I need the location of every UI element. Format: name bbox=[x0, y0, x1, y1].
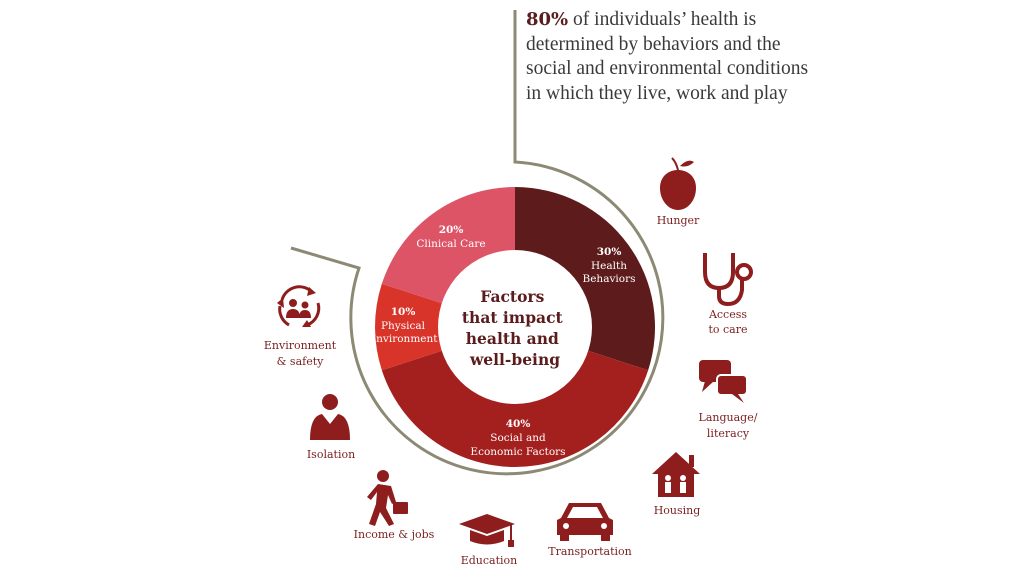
svg-text:& safety: & safety bbox=[277, 355, 324, 368]
center-line-1: Factors bbox=[480, 287, 544, 306]
svg-text:Environment: Environment bbox=[264, 339, 337, 352]
svg-text:Income & jobs: Income & jobs bbox=[354, 528, 435, 541]
segment-label-physical-environment: 10% Physical Environment bbox=[369, 306, 439, 345]
car-icon bbox=[557, 503, 613, 541]
svg-text:Health: Health bbox=[591, 260, 627, 272]
icon-item-transportation: Transportation bbox=[548, 503, 632, 558]
svg-text:Physical: Physical bbox=[381, 320, 426, 332]
svg-text:Behaviors: Behaviors bbox=[583, 273, 636, 285]
icon-item-environment-safety: Environment & safety bbox=[264, 285, 337, 368]
svg-text:Housing: Housing bbox=[654, 504, 701, 517]
svg-text:Access: Access bbox=[708, 308, 747, 321]
svg-text:Social and: Social and bbox=[490, 432, 546, 444]
headline-highlight: 80% bbox=[526, 9, 569, 30]
svg-text:Language/: Language/ bbox=[699, 411, 758, 424]
speech-bubbles-icon bbox=[699, 360, 748, 403]
svg-text:Clinical Care: Clinical Care bbox=[416, 238, 485, 250]
svg-text:Transportation: Transportation bbox=[548, 545, 631, 558]
stethoscope-icon bbox=[703, 253, 753, 307]
outline-arc bbox=[290, 10, 665, 476]
headline: 80% of individuals’ health is determined… bbox=[526, 8, 826, 106]
segment-label-social-economic: 40% Social and Economic Factors bbox=[470, 418, 565, 458]
icon-item-income-jobs: Income & jobs bbox=[354, 470, 435, 541]
svg-text:Hunger: Hunger bbox=[657, 214, 700, 227]
recycle-people-icon bbox=[277, 285, 321, 327]
apple-icon bbox=[660, 157, 696, 210]
segment-label-health-behaviors: 30% Health Behaviors bbox=[583, 246, 636, 285]
svg-text:10%: 10% bbox=[391, 306, 416, 318]
svg-text:Education: Education bbox=[461, 554, 518, 567]
svg-text:30%: 30% bbox=[597, 246, 622, 258]
svg-text:Environment: Environment bbox=[369, 333, 439, 345]
icon-item-hunger: Hunger bbox=[657, 157, 700, 227]
svg-text:Economic Factors: Economic Factors bbox=[470, 446, 565, 458]
headline-text: of individuals’ health is determined by … bbox=[526, 9, 809, 104]
graduation-cap-icon bbox=[459, 514, 515, 547]
donut-hole bbox=[438, 250, 592, 404]
icon-item-access-to-care: Access to care bbox=[703, 253, 753, 336]
icon-item-education: Education bbox=[459, 514, 517, 567]
house-icon bbox=[652, 452, 700, 497]
center-line-3: health and bbox=[466, 329, 559, 348]
worker-icon bbox=[367, 470, 408, 526]
svg-text:Isolation: Isolation bbox=[307, 448, 355, 461]
center-title: Factors that impact health and well-bein… bbox=[462, 287, 568, 369]
person-icon bbox=[310, 394, 350, 440]
svg-text:20%: 20% bbox=[439, 224, 464, 236]
svg-text:to care: to care bbox=[708, 323, 747, 336]
icon-item-language-literacy: Language/ literacy bbox=[699, 360, 758, 440]
center-line-4: well-being bbox=[469, 350, 560, 369]
svg-text:40%: 40% bbox=[506, 418, 531, 430]
segment-label-clinical-care: 20% Clinical Care bbox=[416, 224, 485, 250]
svg-text:literacy: literacy bbox=[707, 427, 750, 440]
icon-item-isolation: Isolation bbox=[307, 394, 355, 461]
center-line-2: that impact bbox=[462, 308, 564, 327]
icon-item-housing: Housing bbox=[652, 452, 700, 517]
